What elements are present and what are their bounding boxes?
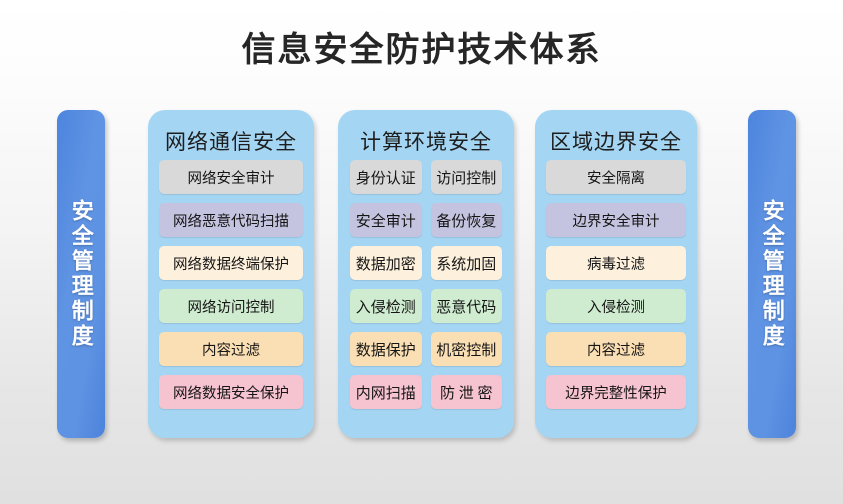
sidebar-right-security-management[interactable]: 安全管理制度 [748, 110, 796, 438]
panel-1-row-4: 网络访问控制 [159, 289, 303, 323]
panel-title-2: 计算环境安全 [360, 130, 492, 154]
panel-2-row-3: 数据加密 系统加固 [350, 246, 502, 280]
chip-content-filtering-boundary[interactable]: 内容过滤 [546, 332, 686, 366]
panel-2-row-2: 安全审计 备份恢复 [350, 203, 502, 237]
panel-3-items: 安全隔离 边界安全审计 病毒过滤 入侵检测 内容过滤 边界完整性保护 [546, 160, 686, 418]
panel-3-row-4: 入侵检测 [546, 289, 686, 323]
panel-1-items: 网络安全审计 网络恶意代码扫描 网络数据终端保护 网络访问控制 内容过滤 网络数… [159, 160, 303, 418]
chip-network-security-audit[interactable]: 网络安全审计 [159, 160, 303, 194]
sidebar-left-label: 安全管理制度 [68, 199, 94, 349]
panel-1-row-1: 网络安全审计 [159, 160, 303, 194]
chip-security-isolation[interactable]: 安全隔离 [546, 160, 686, 194]
chip-boundary-integrity-protection[interactable]: 边界完整性保护 [546, 375, 686, 409]
panel-2-row-4: 入侵检测 恶意代码 [350, 289, 502, 323]
chip-backup-recovery[interactable]: 备份恢复 [430, 203, 502, 237]
chip-security-audit[interactable]: 安全审计 [350, 203, 422, 237]
chip-network-data-security-protection[interactable]: 网络数据安全保护 [159, 375, 303, 409]
page-title: 信息安全防护技术体系 [241, 31, 602, 69]
panel-2-row-1: 身份认证 访问控制 [350, 160, 502, 194]
panel-2-row-5: 数据保护 机密控制 [350, 332, 502, 366]
panel-2-items: 身份认证 访问控制 安全审计 备份恢复 数据加密 系统加固 入侵检测 恶意代码 … [350, 160, 502, 418]
panel-3-row-5: 内容过滤 [546, 332, 686, 366]
sidebar-left-security-management[interactable]: 安全管理制度 [57, 110, 105, 438]
chip-intrusion-detection-boundary[interactable]: 入侵检测 [546, 289, 686, 323]
panel-title-1: 网络通信安全 [165, 130, 297, 154]
panel-title-3: 区域边界安全 [550, 130, 682, 154]
panel-1-row-5: 内容过滤 [159, 332, 303, 366]
chip-malicious-code[interactable]: 恶意代码 [430, 289, 502, 323]
panel-3-row-3: 病毒过滤 [546, 246, 686, 280]
panel-3-row-6: 边界完整性保护 [546, 375, 686, 409]
panel-1-row-2: 网络恶意代码扫描 [159, 203, 303, 237]
panel-area-boundary-security[interactable]: 区域边界安全 安全隔离 边界安全审计 病毒过滤 入侵检测 内容过滤 边界完整性保… [535, 110, 697, 438]
chip-intranet-scan[interactable]: 内网扫描 [350, 375, 422, 409]
chip-data-protection[interactable]: 数据保护 [350, 332, 422, 366]
chip-intrusion-detection[interactable]: 入侵检测 [350, 289, 422, 323]
panel-2-row-6: 内网扫描 防 泄 密 [350, 375, 502, 409]
panel-3-row-2: 边界安全审计 [546, 203, 686, 237]
chip-content-filtering[interactable]: 内容过滤 [159, 332, 303, 366]
panel-1-row-3: 网络数据终端保护 [159, 246, 303, 280]
chip-confidentiality-control[interactable]: 机密控制 [430, 332, 502, 366]
chip-network-data-terminal-protection[interactable]: 网络数据终端保护 [159, 246, 303, 280]
chip-network-access-control[interactable]: 网络访问控制 [159, 289, 303, 323]
chip-access-control[interactable]: 访问控制 [430, 160, 502, 194]
panel-network-communication-security[interactable]: 网络通信安全 网络安全审计 网络恶意代码扫描 网络数据终端保护 网络访问控制 内… [148, 110, 314, 438]
chip-identity-authentication[interactable]: 身份认证 [350, 160, 422, 194]
chip-virus-filtering[interactable]: 病毒过滤 [546, 246, 686, 280]
chip-boundary-security-audit[interactable]: 边界安全审计 [546, 203, 686, 237]
chip-network-malicious-code-scan[interactable]: 网络恶意代码扫描 [159, 203, 303, 237]
chip-data-encryption[interactable]: 数据加密 [350, 246, 422, 280]
panel-computing-environment-security[interactable]: 计算环境安全 身份认证 访问控制 安全审计 备份恢复 数据加密 系统加固 入侵检… [338, 110, 514, 438]
sidebar-right-label: 安全管理制度 [759, 199, 785, 349]
chip-leak-prevention[interactable]: 防 泄 密 [430, 375, 502, 409]
panel-1-row-6: 网络数据安全保护 [159, 375, 303, 409]
panel-3-row-1: 安全隔离 [546, 160, 686, 194]
chip-system-hardening[interactable]: 系统加固 [430, 246, 502, 280]
